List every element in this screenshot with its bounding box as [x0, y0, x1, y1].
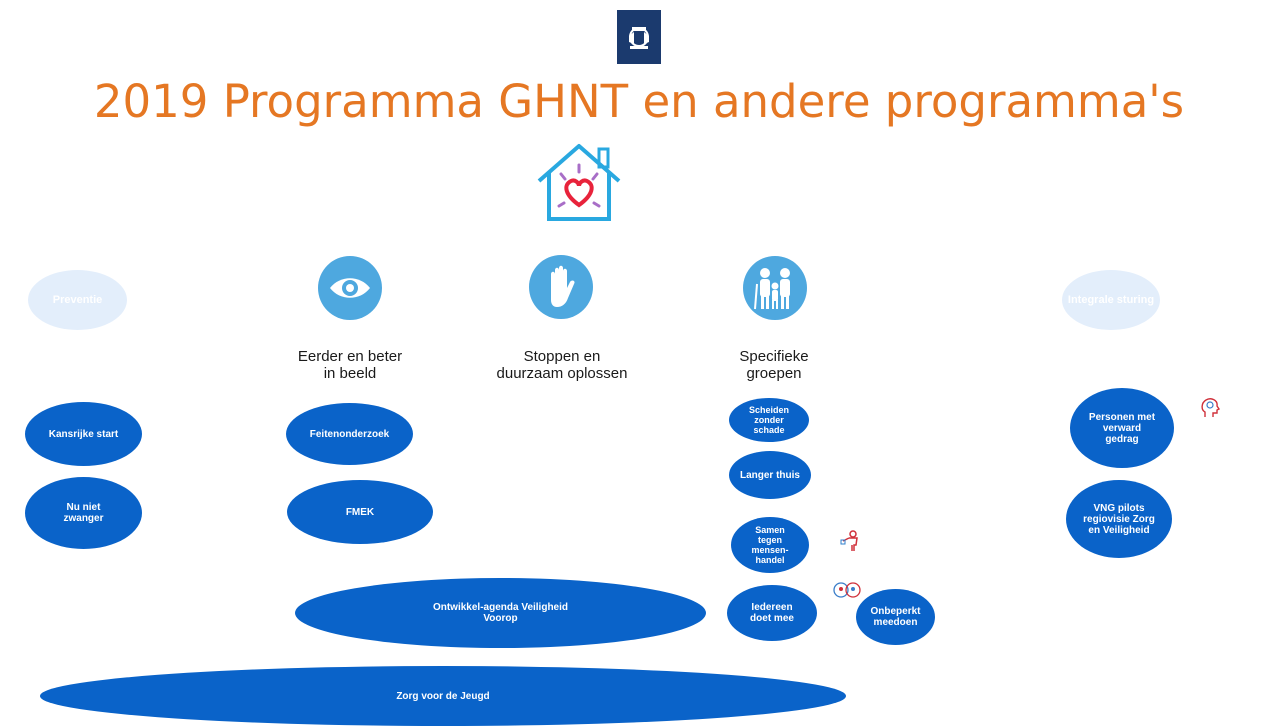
node-onbeperkt-meedoen: Onbeperkt meedoen	[856, 589, 935, 645]
coat-of-arms-icon	[629, 27, 649, 49]
stop-hand-icon	[529, 255, 593, 319]
column-label-eerder: Eerder en beter in beeld	[297, 348, 403, 382]
page-title: 2019 Programma GHNT en andere programma'…	[93, 75, 1185, 128]
node-scheiden-zonder-schade: Scheiden zonder schade	[729, 398, 809, 442]
rijksoverheid-logo	[617, 10, 661, 64]
family-icon	[743, 256, 807, 320]
person-signal-icon	[840, 530, 862, 552]
column-label-specifieke: Specifieke groepen	[739, 348, 809, 382]
node-samen-tegen-mensenhandel: Samen tegen mensen-handel	[731, 517, 809, 573]
node-nu-niet-zwanger: Nu niet zwanger	[25, 477, 142, 549]
node-preventie: Preventie	[28, 270, 127, 330]
inclusion-icon	[833, 580, 861, 602]
house-heart-icon	[529, 141, 629, 223]
node-vng-pilots: VNG pilots regiovisie Zorg en Veiligheid	[1066, 480, 1172, 558]
node-langer-thuis: Langer thuis	[729, 451, 811, 499]
node-feitenonderzoek: Feitenonderzoek	[286, 403, 413, 465]
node-personen-verward-gedrag: Personen met verward gedrag	[1070, 388, 1174, 468]
node-ontwikkel-agenda: Ontwikkel-agenda Veiligheid Voorop	[295, 578, 706, 648]
node-zorg-voor-de-jeugd: Zorg voor de Jeugd	[40, 666, 846, 726]
node-iedereen-doet-mee: Iedereen doet mee	[727, 585, 817, 641]
node-integrale-sturing: Integrale sturing	[1062, 270, 1160, 330]
node-kansrijke-start: Kansrijke start	[25, 402, 142, 466]
head-thought-icon	[1199, 397, 1221, 419]
eye-icon	[318, 256, 382, 320]
column-label-stoppen: Stoppen en duurzaam oplossen	[496, 348, 628, 382]
node-fmek: FMEK	[287, 480, 433, 544]
